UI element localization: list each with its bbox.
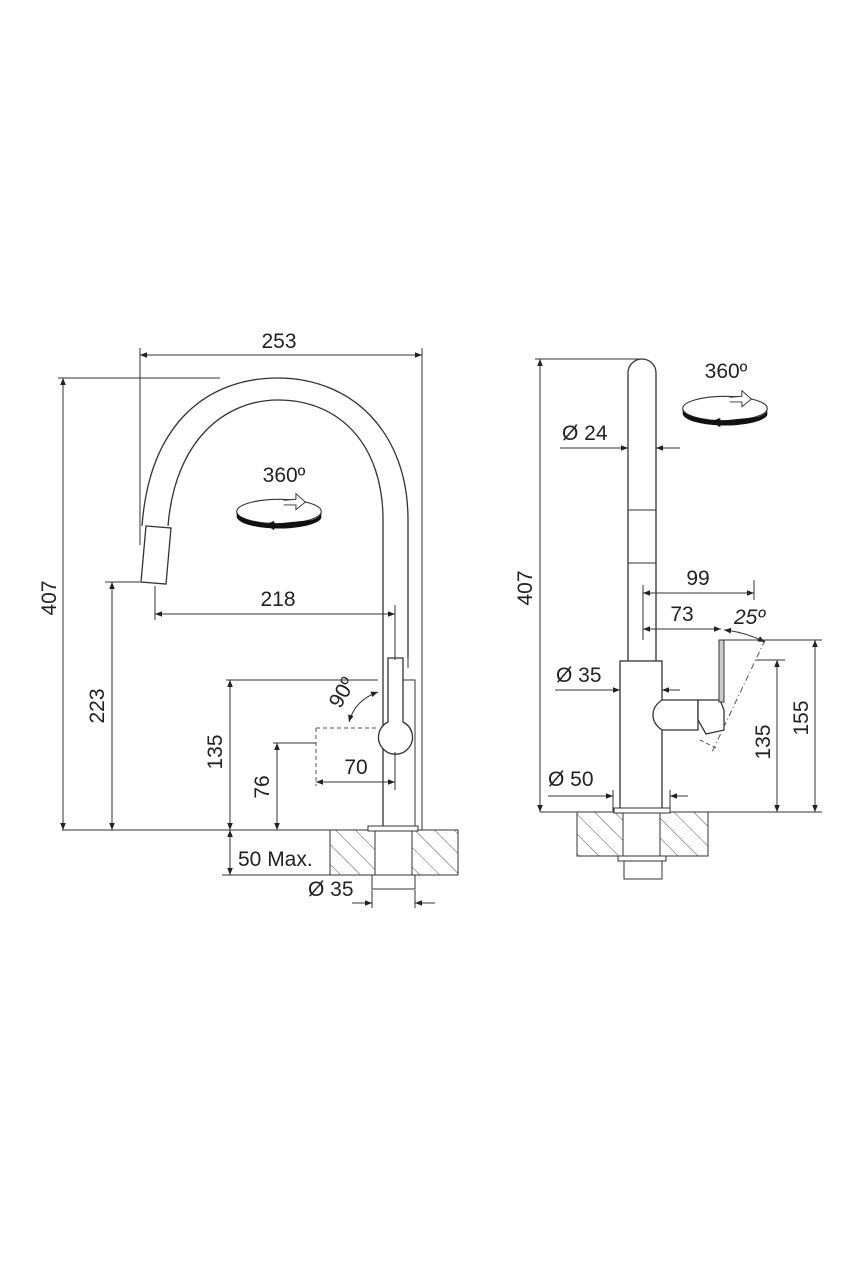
shank xyxy=(622,811,661,857)
base-flange xyxy=(367,825,419,832)
lever-hub xyxy=(652,699,699,731)
lever-height-label: 135 xyxy=(752,724,775,759)
swivel-label: 360º xyxy=(705,360,748,383)
mounting-nut xyxy=(371,874,416,890)
spout-diameter-label: Ø 24 xyxy=(562,422,608,445)
mounting-nut xyxy=(623,860,663,880)
base-diameter-label: Ø 50 xyxy=(548,768,594,791)
reach-max-label: 99 xyxy=(686,567,709,590)
lever-height-label: 135 xyxy=(204,734,227,769)
width-label: 253 xyxy=(261,330,296,353)
shank xyxy=(374,829,413,876)
washer xyxy=(617,855,667,862)
lever-low-label: 76 xyxy=(251,775,274,798)
lever-handle xyxy=(377,657,414,755)
lever-rotation-arc xyxy=(348,691,379,723)
faucet-body xyxy=(403,679,416,830)
shank-diameter-label: Ø 35 xyxy=(308,878,354,901)
spout-height-label: 223 xyxy=(86,688,109,723)
lever-height-max-label: 155 xyxy=(790,700,813,735)
reach-label: 218 xyxy=(260,588,295,611)
lever-cap xyxy=(697,699,725,735)
lever-handle xyxy=(718,639,725,703)
height-label: 407 xyxy=(38,580,61,615)
lever-reach-label: 70 xyxy=(344,756,367,779)
swivel-rotation-icon xyxy=(682,390,768,428)
lever-angle-label: 25º xyxy=(733,606,766,629)
reach-label: 73 xyxy=(670,603,693,626)
base-flange xyxy=(613,807,671,814)
side-view: 407 Ø 24 Ø 35 Ø 50 99 73 25º 155 135 360… xyxy=(514,358,822,880)
height-label: 407 xyxy=(514,570,537,605)
front-view: 90º 253 407 218 223 135 76 70 50 Max. xyxy=(38,330,459,908)
spray-head xyxy=(140,525,172,585)
faucet-body xyxy=(619,660,663,813)
swivel-label: 360º xyxy=(263,464,306,487)
lever-open-position xyxy=(711,639,766,753)
counter-label: 50 Max. xyxy=(238,848,313,871)
body-diameter-label: Ø 35 xyxy=(556,664,602,687)
